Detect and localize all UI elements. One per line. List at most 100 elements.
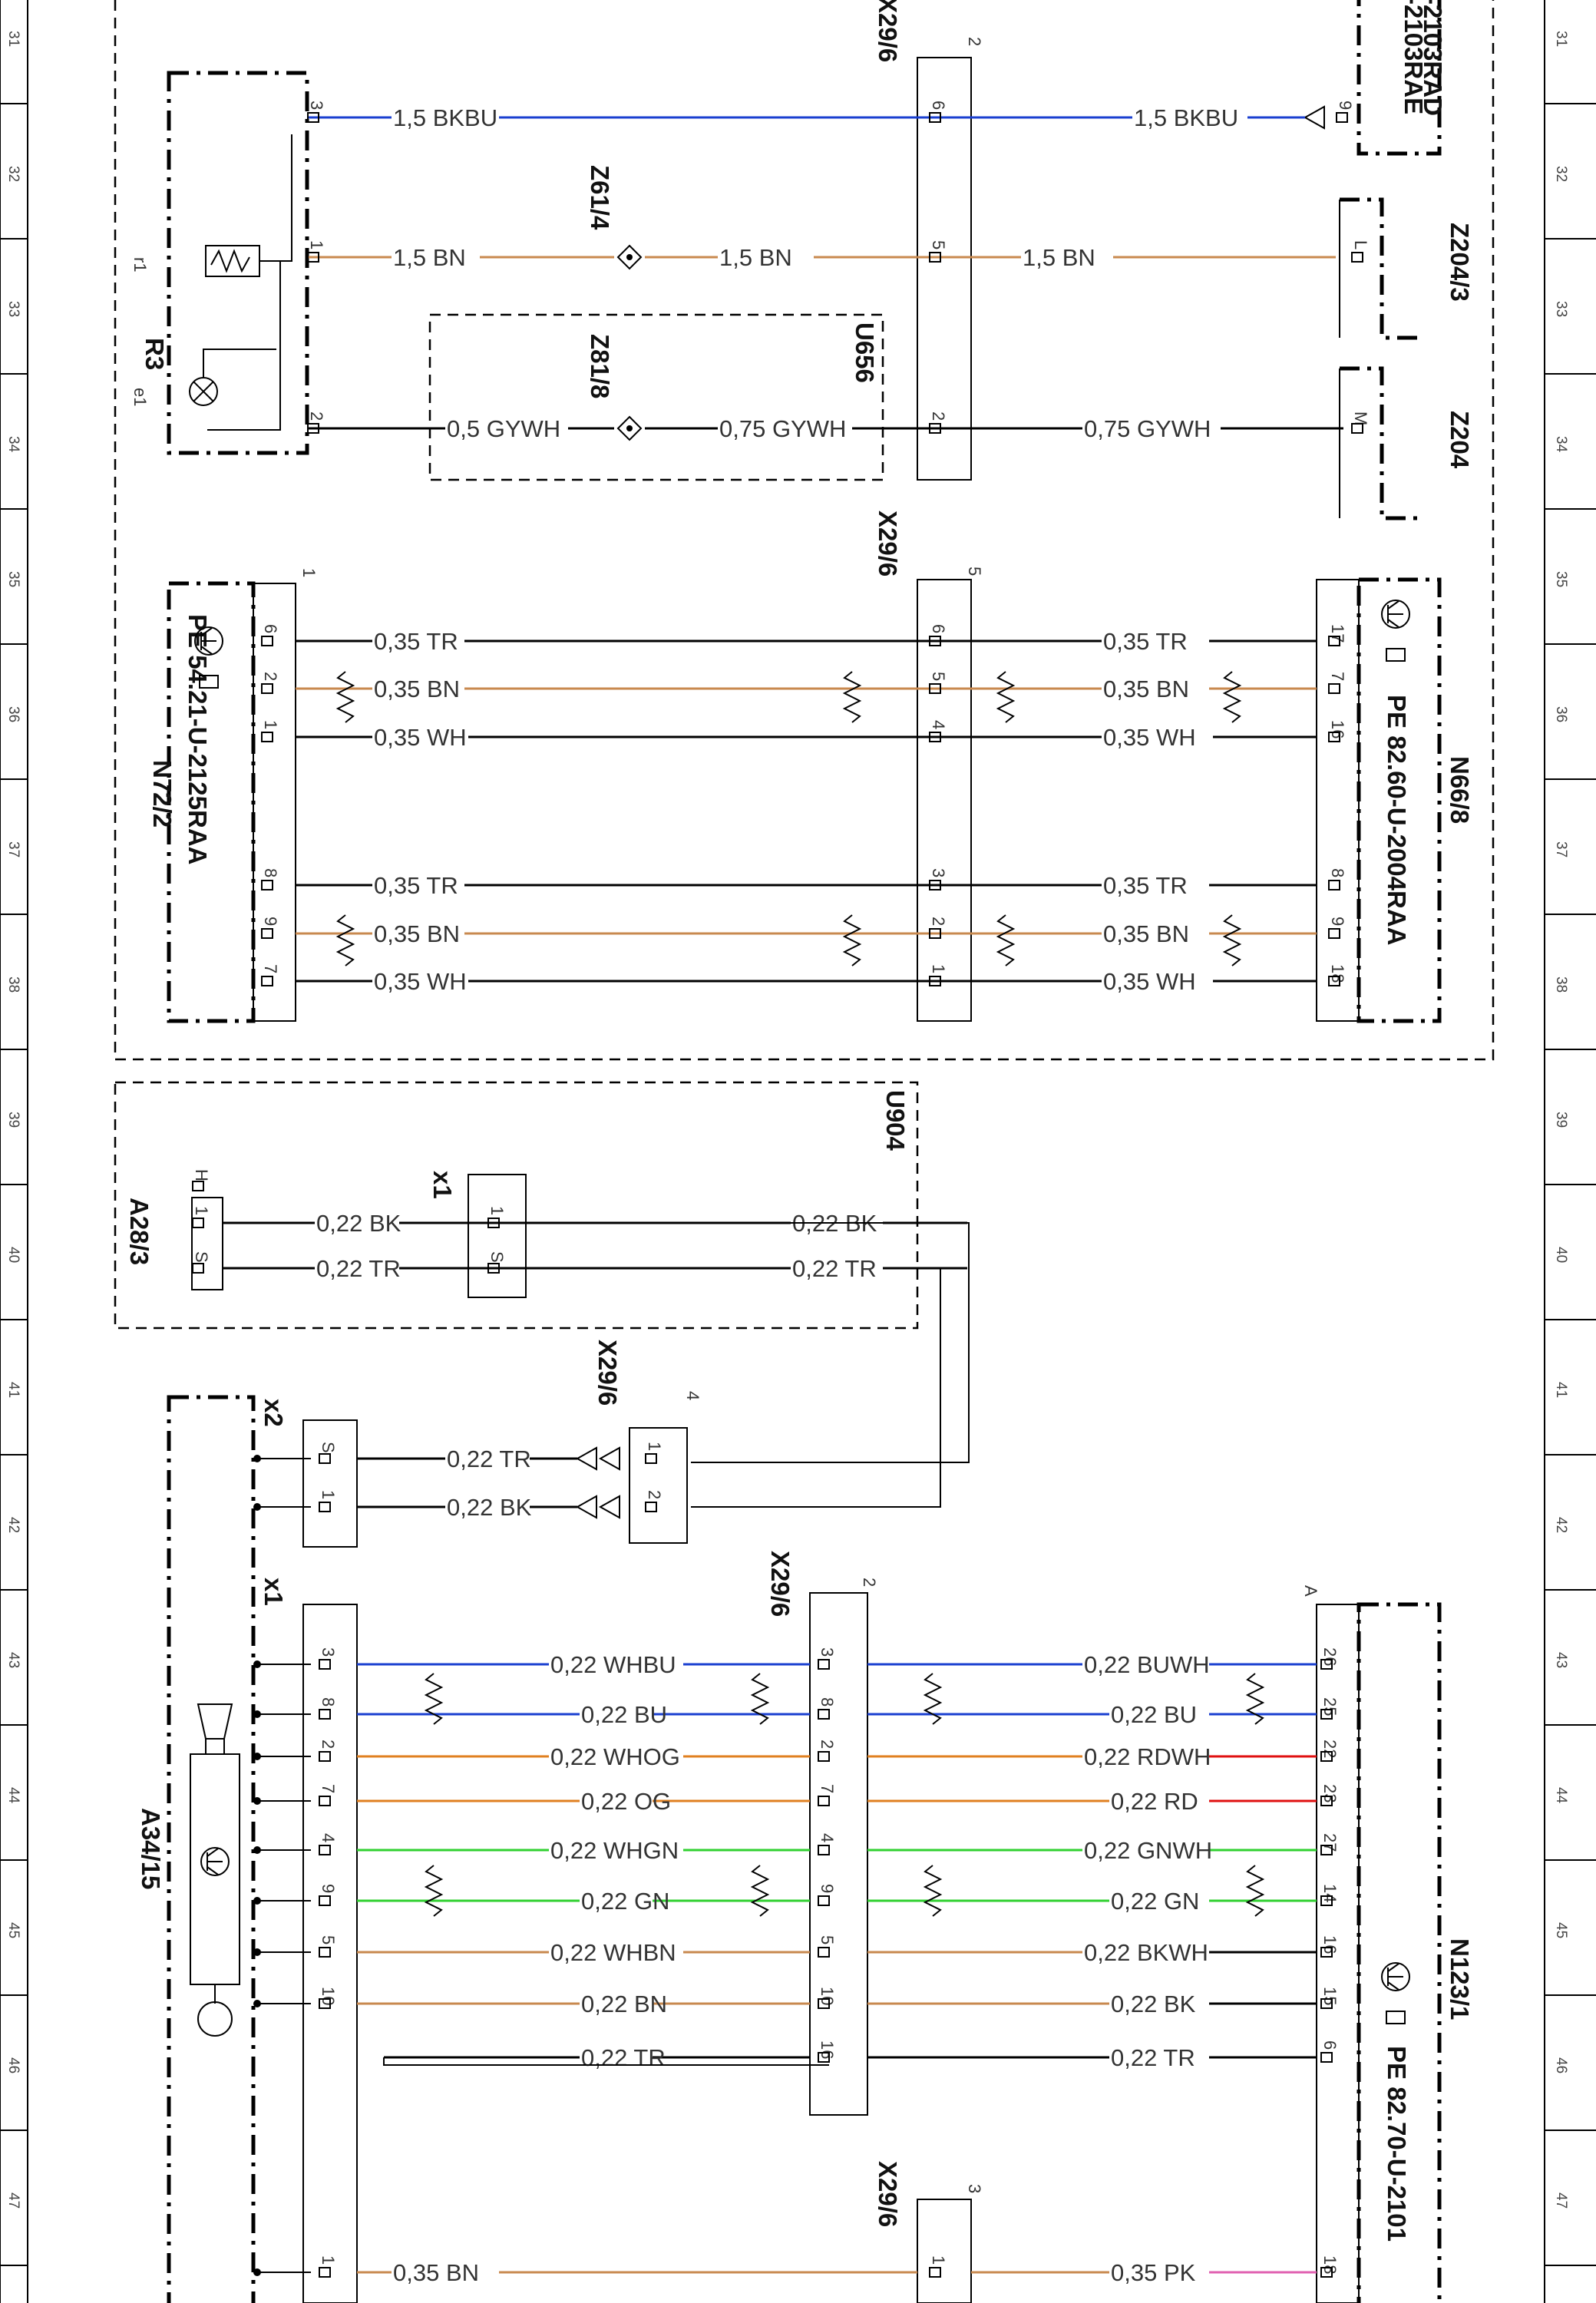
pin-number: 2: [645, 1490, 664, 1499]
twisted-pair-marker: [844, 914, 861, 966]
double-arrow-icon-2: [575, 1495, 620, 1519]
ruler-number: 37: [1553, 841, 1569, 857]
wire-label: 0,22 BUWH: [1084, 1651, 1210, 1678]
wire-label: 0,22 RDWH: [1084, 1743, 1211, 1770]
wire-label: 1,5 BN: [719, 244, 792, 271]
z61-4-label: Z61/4: [586, 165, 614, 230]
wire-label: 0,35 BN: [1103, 920, 1189, 947]
pin-terminal: [1328, 880, 1340, 890]
z204-component-box: [1340, 366, 1424, 520]
pin-terminal: [818, 1895, 830, 1906]
twisted-pair-marker: [924, 1865, 941, 1917]
wire-label: 0,22 TR: [1111, 2044, 1195, 2071]
pin-terminal: [487, 1263, 500, 1274]
wire-label: 0,75 GYWH: [1084, 415, 1211, 442]
pin-terminal: [319, 1751, 331, 1762]
wire-label: 0,22 GN: [581, 1888, 669, 1915]
connector-num-x29b: 5: [965, 567, 984, 576]
x29-6-label-d: X29/6: [766, 1551, 795, 1617]
twisted-pair-marker: [1224, 914, 1241, 966]
connector-num-n72: 1: [299, 568, 319, 577]
pin-terminal: [319, 1502, 331, 1512]
wire-label: 0,35 BN: [374, 676, 460, 702]
ruler-number: 37: [5, 841, 21, 857]
wire-label: 0,75 GYWH: [719, 415, 846, 442]
pin-terminal: [1320, 1895, 1333, 1906]
pin-number: S: [192, 1251, 211, 1263]
x29-6-label-e: X29/6: [874, 2161, 902, 2227]
ruler-number: 41: [1553, 1382, 1569, 1398]
ruler-number: 41: [5, 1382, 21, 1398]
pin-terminal: [645, 1453, 657, 1464]
pin-number: 1: [929, 2255, 948, 2265]
pin-terminal: [929, 976, 941, 986]
pin-number: 18: [1328, 964, 1347, 983]
r3-r1-label: r1: [131, 257, 150, 273]
pin-number: 9: [1328, 917, 1347, 926]
x1-label-a34: x1: [259, 1578, 288, 1606]
pin-terminal: [261, 732, 273, 742]
pin-terminal: [192, 1181, 204, 1191]
u904-region: [114, 1081, 919, 1330]
pin-terminal: [1351, 252, 1363, 263]
pin-terminal: [192, 1218, 204, 1228]
wire-label: 0,35 WH: [374, 724, 467, 751]
x29-6-label-c: X29/6: [593, 1340, 622, 1406]
twisted-pair-marker: [1224, 671, 1241, 723]
ruler-number: 44: [5, 1787, 21, 1804]
n123-1-label: N123/1: [1446, 1938, 1474, 2020]
pin-number: 5: [818, 1935, 837, 1944]
pin-number: 5: [929, 672, 948, 681]
pin-number: 9: [319, 1884, 338, 1893]
hand-pointer-icon-n72: [199, 675, 219, 689]
pin-terminal: [1328, 683, 1340, 694]
twisted-pair-marker: [752, 1865, 768, 1917]
pin-terminal: [1320, 2267, 1333, 2278]
pin-number: 2: [929, 411, 948, 421]
u656-region: [428, 313, 884, 481]
pin-terminal: [1351, 423, 1363, 434]
ruler-number: 36: [1553, 706, 1569, 722]
pin-terminal: [1320, 1659, 1333, 1670]
pin-terminal: [929, 880, 941, 890]
wire-label: 0,22 WHBU: [550, 1651, 676, 1678]
a28-3-label: A28/3: [125, 1198, 154, 1265]
double-arrow-icon-1: [575, 1446, 620, 1471]
pin-terminal: [1320, 1947, 1333, 1958]
ruler-number: 31: [1553, 31, 1569, 47]
wire-label: 0,22 GN: [1111, 1888, 1199, 1915]
wire-label: 0,35 WH: [374, 968, 467, 995]
pin-number: 5: [319, 1935, 338, 1944]
pin-number: 16: [1320, 1935, 1340, 1954]
transistor-icon-n72: [194, 626, 223, 656]
pin-number: 22: [1320, 1740, 1340, 1758]
pin-terminal: [1320, 1998, 1333, 2009]
pin-number: 4: [929, 720, 948, 729]
u656-label: U656: [851, 322, 879, 383]
wire-label: 0,22 WHGN: [550, 1837, 679, 1864]
pin-terminal: [319, 1998, 331, 2009]
twisted-pair-marker: [844, 671, 861, 723]
pin-terminal: [261, 683, 273, 694]
pin-terminal: [1328, 928, 1340, 939]
pin-terminal: [929, 252, 941, 263]
pin-number: 14: [1320, 1884, 1340, 1902]
pin-number: 1: [319, 1490, 338, 1499]
wire-label: 0,35 BN: [374, 920, 460, 947]
r3-e1-label: e1: [131, 388, 150, 406]
pin-terminal: [319, 1659, 331, 1670]
pin-terminal: [319, 1709, 331, 1720]
pin-terminal: [1320, 1845, 1333, 1855]
pin-number: S: [487, 1251, 507, 1263]
ruler-number: 40: [1553, 1247, 1569, 1263]
ruler-number: 47: [5, 2192, 21, 2209]
left-ruler: [0, 0, 28, 2303]
n123-1-connector: [1316, 1604, 1360, 2303]
transistor-icon-n123: [1381, 1962, 1410, 1991]
r3-label: R3: [140, 338, 169, 370]
pin-terminal: [261, 976, 273, 986]
pin-number: 26: [1320, 1647, 1340, 1666]
wire-label: 0,22 RD: [1111, 1788, 1198, 1815]
connector-num-x29d: 2: [860, 1578, 879, 1587]
wire-label: 0,35 TR: [1103, 872, 1188, 899]
